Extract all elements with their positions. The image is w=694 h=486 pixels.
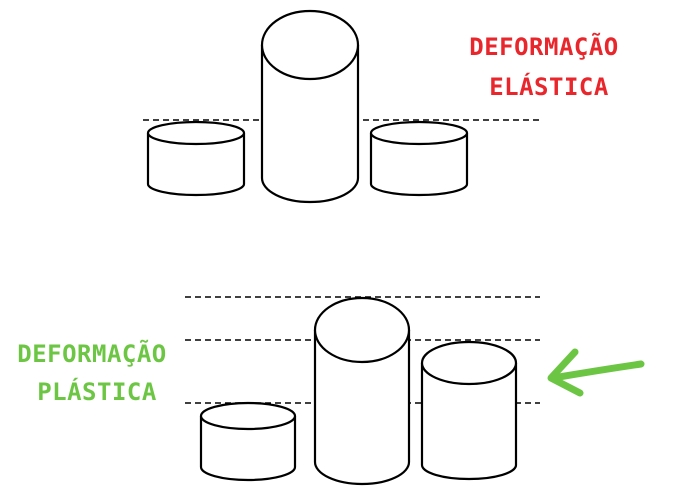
elastic-label-line1: DEFORMAÇÃO — [469, 32, 619, 61]
elastic-right-cylinder — [369, 120, 469, 197]
arrow-left-icon — [547, 348, 645, 397]
plastic-label-line2: PLÁSTICA — [37, 377, 157, 406]
plastic-label-line1: DEFORMAÇÃO — [17, 339, 167, 368]
elastic-label-line2: ELÁSTICA — [489, 72, 609, 101]
plastic-right-cylinder — [420, 340, 518, 481]
plastic-diagram: DEFORMAÇÃO PLÁSTICA — [17, 296, 645, 486]
elastic-left-cylinder — [146, 120, 246, 197]
elastic-tall-cylinder — [260, 9, 360, 204]
plastic-left-cylinder — [199, 401, 297, 482]
elastic-diagram: DEFORMAÇÃO ELÁSTICA — [143, 9, 619, 204]
plastic-tall-cylinder — [313, 296, 411, 486]
